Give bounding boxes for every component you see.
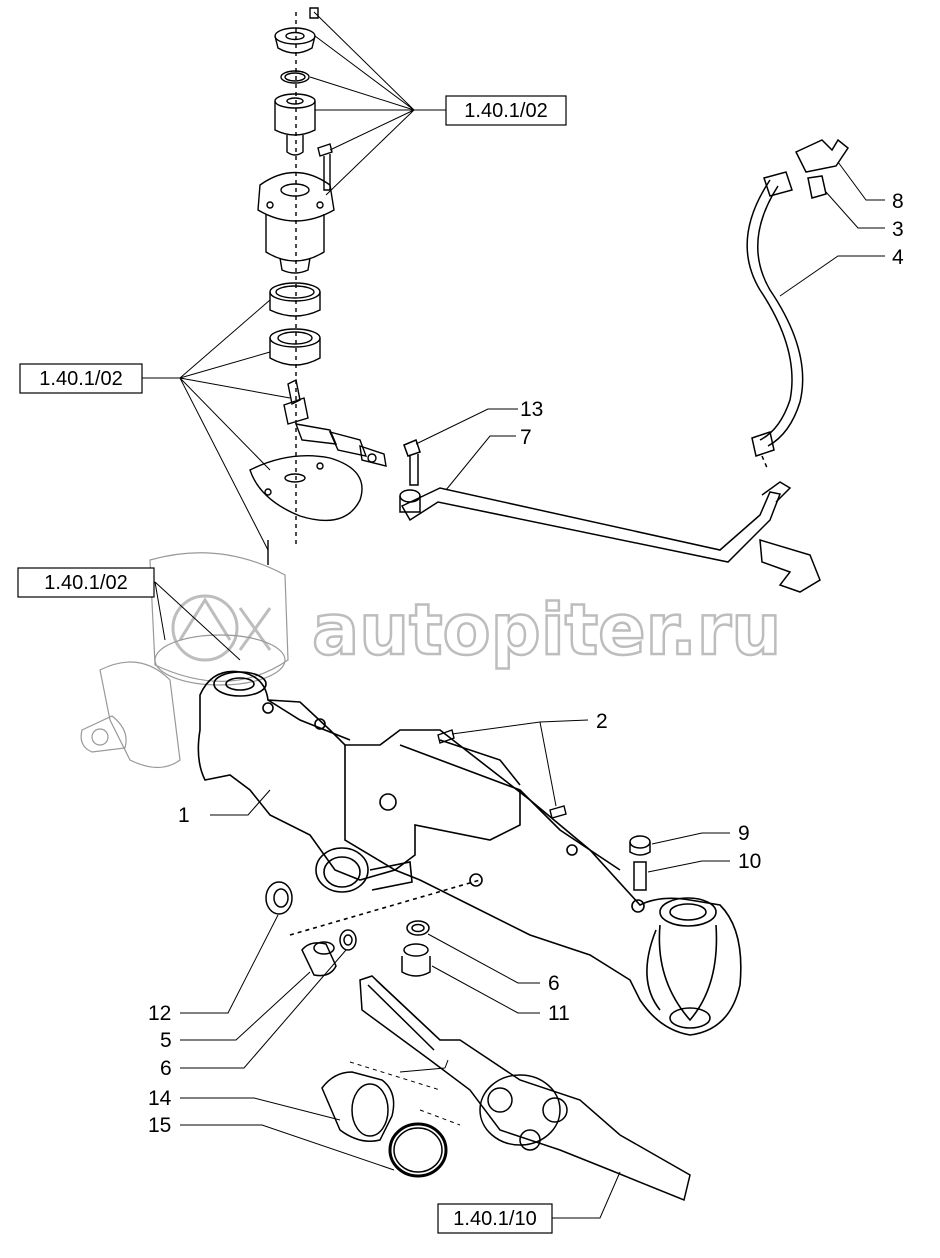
watermark: autopiter.ru xyxy=(171,588,782,672)
reference-box-bottom[interactable]: 1.40.1/10 xyxy=(437,1203,553,1234)
axle-housing xyxy=(80,552,742,1036)
callout-5: 5 xyxy=(160,1029,172,1052)
hose xyxy=(746,138,850,471)
callout-10: 10 xyxy=(738,850,761,873)
callout-8: 8 xyxy=(892,190,904,213)
callout-6-right: 6 xyxy=(548,972,560,995)
callout-4: 4 xyxy=(892,246,904,269)
reference-box-top[interactable]: 1.40.1/02 xyxy=(445,95,567,126)
callout-13: 13 xyxy=(520,398,543,421)
callout-7: 7 xyxy=(520,426,532,449)
reference-box-middle-left[interactable]: 1.40.1/02 xyxy=(17,567,155,598)
lube-tube xyxy=(399,438,821,593)
callout-2: 2 xyxy=(596,710,608,733)
watermark-text: autopiter.ru xyxy=(312,589,781,671)
callout-numbers: 8 3 4 13 7 2 1 9 10 6 11 12 5 6 14 15 xyxy=(148,190,904,1137)
leader-lines xyxy=(142,11,885,1219)
pivot-stack xyxy=(249,7,387,565)
reference-label: 1.40.1/02 xyxy=(39,368,122,390)
lower-parts xyxy=(265,835,691,1202)
roll-pins xyxy=(437,729,567,819)
callout-9: 9 xyxy=(738,822,750,845)
callout-3: 3 xyxy=(892,218,904,241)
reference-label: 1.40.1/02 xyxy=(464,100,547,122)
callout-14: 14 xyxy=(148,1087,172,1110)
reference-box-left[interactable]: 1.40.1/02 xyxy=(19,363,143,394)
callout-11: 11 xyxy=(548,1002,570,1025)
reference-label: 1.40.1/02 xyxy=(44,572,127,594)
callout-6-left: 6 xyxy=(160,1057,172,1080)
autopiter-logo-icon xyxy=(171,594,272,662)
callout-15: 15 xyxy=(148,1114,171,1137)
callout-12: 12 xyxy=(148,1002,171,1025)
reference-label: 1.40.1/10 xyxy=(453,1208,536,1230)
callout-1: 1 xyxy=(178,804,190,827)
